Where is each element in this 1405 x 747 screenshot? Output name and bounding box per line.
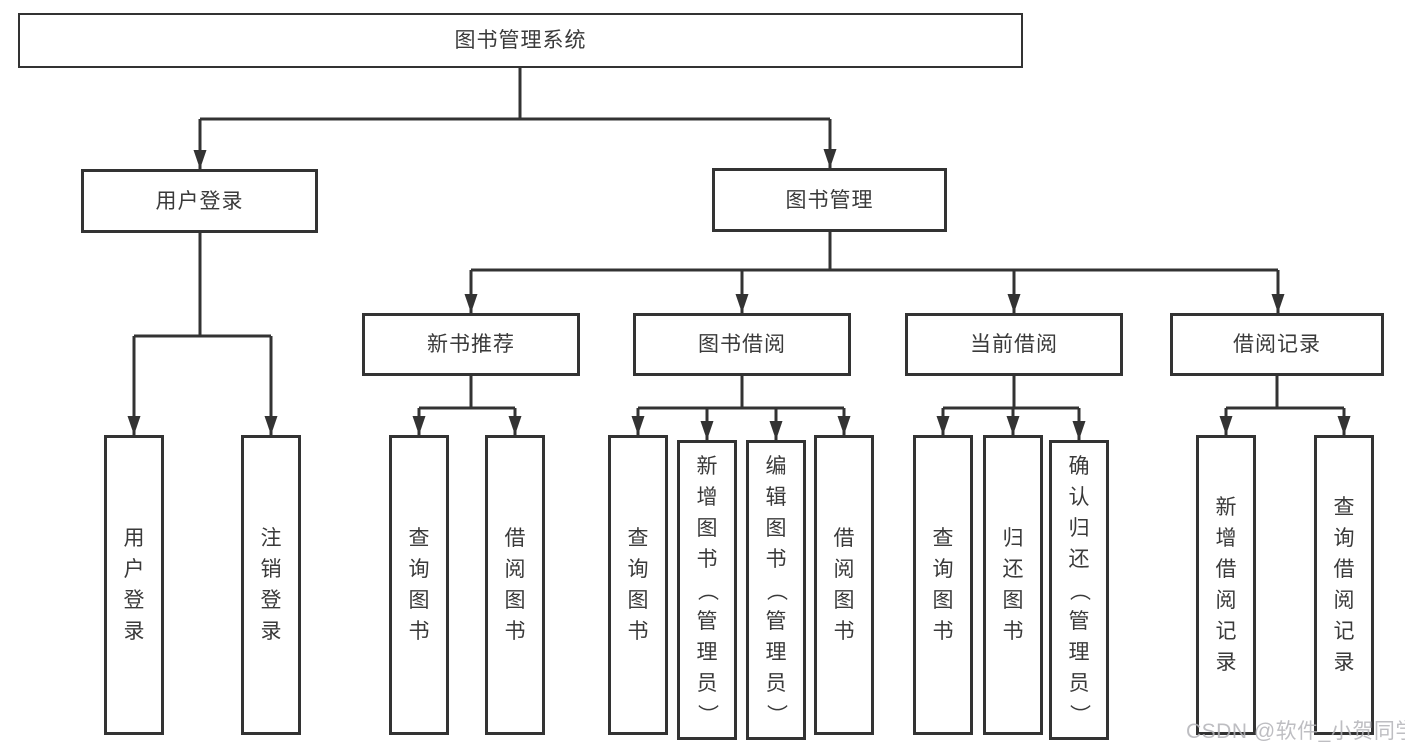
connector-book-mgmt-branch: [464, 232, 1285, 313]
node-label: 新增图书（管理员）: [695, 454, 719, 725]
node-label: 编辑图书（管理员）: [764, 454, 788, 725]
node-user-login: 用户登录: [81, 169, 318, 233]
node-label: 图书借阅: [698, 333, 786, 356]
leaf-logout: 注销登录: [241, 435, 301, 735]
node-label: 借阅记录: [1233, 333, 1321, 356]
node-label: 查询图书: [932, 527, 954, 643]
connector-user-login-branch: [127, 233, 278, 435]
leaf-user-login: 用户登录: [104, 435, 164, 735]
node-label: 归还图书: [1002, 527, 1024, 643]
leaf-query-books-borrowing: 查询图书: [608, 435, 668, 735]
node-label: 新增借阅记录: [1215, 496, 1237, 674]
node-label: 图书管理: [785, 188, 874, 212]
leaf-add-books-admin: 新增图书（管理员）: [677, 440, 737, 740]
leaf-return-books: 归还图书: [983, 435, 1043, 735]
node-label: 借阅图书: [504, 527, 526, 643]
leaf-query-books-recommend: 查询图书: [389, 435, 449, 735]
node-label: 借阅图书: [833, 527, 855, 643]
node-label: 用户登录: [123, 527, 145, 643]
node-library-management-system: 图书管理系统: [18, 13, 1023, 68]
connector-borrow-records-branch: [1219, 376, 1351, 435]
node-label: 注销登录: [260, 527, 282, 643]
leaf-borrow-books: 借阅图书: [814, 435, 874, 735]
node-label: 当前借阅: [970, 333, 1058, 356]
leaf-query-books-current: 查询图书: [913, 435, 973, 735]
connector-book-borrow-branch: [631, 376, 851, 440]
node-borrowing-records: 借阅记录: [1170, 313, 1384, 376]
node-book-borrowing: 图书借阅: [633, 313, 851, 376]
node-label: 查询图书: [408, 527, 430, 643]
leaf-borrow-books-recommend: 借阅图书: [485, 435, 545, 735]
node-new-book-recommend: 新书推荐: [362, 313, 580, 376]
node-current-borrowing: 当前借阅: [905, 313, 1123, 376]
leaf-add-borrow-record: 新增借阅记录: [1196, 435, 1256, 735]
node-label: 确认归还（管理员）: [1067, 454, 1091, 725]
connector-root-to-level2: [193, 68, 837, 169]
csdn-watermark: CSDN @软件_小贺同学: [1186, 720, 1405, 743]
leaf-edit-books-admin: 编辑图书（管理员）: [746, 440, 806, 740]
connector-current-borrow-branch: [936, 376, 1086, 440]
leaf-confirm-return-admin: 确认归还（管理员）: [1049, 440, 1109, 740]
node-label: 查询借阅记录: [1333, 496, 1355, 674]
leaf-query-borrow-record: 查询借阅记录: [1314, 435, 1374, 735]
node-book-management: 图书管理: [712, 168, 947, 232]
node-label: 用户登录: [155, 189, 244, 213]
node-label: 图书管理系统: [454, 29, 587, 52]
node-label: 查询图书: [627, 527, 649, 643]
connector-new-book-rec-branch: [412, 376, 522, 435]
node-label: 新书推荐: [427, 333, 515, 356]
